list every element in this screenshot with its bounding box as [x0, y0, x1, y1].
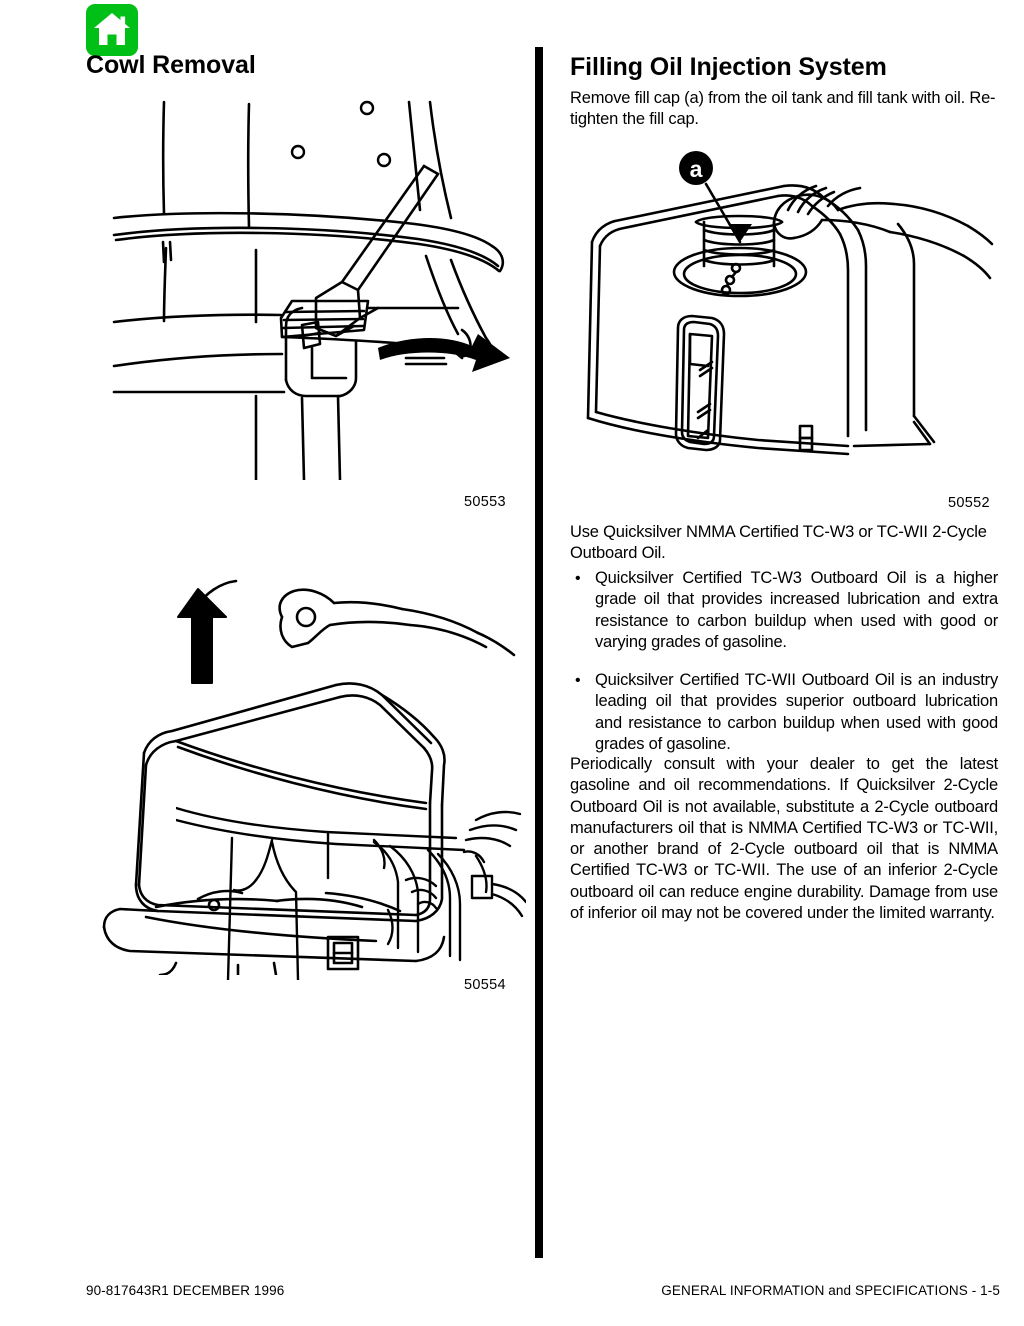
oil-bullet-list: • Quicksilver Certified TC-W3 Outboard O… [570, 568, 998, 755]
closing-paragraph: Periodically consult with your dealer to… [570, 755, 998, 923]
intro-paragraph: Remove fill cap (a) from the oil tank an… [570, 89, 996, 128]
fig-cowl-lift-detail [176, 780, 526, 980]
figure-number-50552: 50552 [948, 495, 990, 511]
list-item-text: Quicksilver Certified TC-W3 Outboard Oil… [595, 569, 998, 651]
page-title: Cowl Removal [86, 51, 256, 79]
fig-oil-tank: a [578, 150, 998, 490]
list-item-text: Quicksilver Certified TC-WII Outboard Oi… [595, 671, 998, 754]
figure-number-50553: 50553 [464, 494, 506, 510]
left-column: Cowl Removal [86, 0, 526, 1326]
home-icon[interactable] [86, 4, 138, 56]
footer-document-number: 90-817643R1 DECEMBER 1996 [86, 1283, 285, 1298]
bullet-dot: • [575, 570, 581, 587]
svg-text:a: a [690, 156, 703, 182]
fig-cowl-lift [86, 555, 526, 975]
section-title-oil: Filling Oil Injection System [570, 53, 887, 81]
bullet-dot: • [575, 672, 581, 690]
figure-number-50554: 50554 [464, 977, 506, 993]
column-divider [535, 47, 543, 1258]
list-item: • Quicksilver Certified TC-WII Outboard … [570, 670, 998, 755]
right-column: Filling Oil Injection System Remove fill… [570, 0, 1000, 1326]
list-item: • Quicksilver Certified TC-W3 Outboard O… [570, 568, 998, 653]
footer-section-page: GENERAL INFORMATION and SPECIFICATIONS -… [661, 1283, 1000, 1298]
fig-cowl-latch [106, 90, 526, 480]
lead-paragraph: Use Quicksilver NMMA Certified TC-W3 or … [570, 523, 987, 563]
